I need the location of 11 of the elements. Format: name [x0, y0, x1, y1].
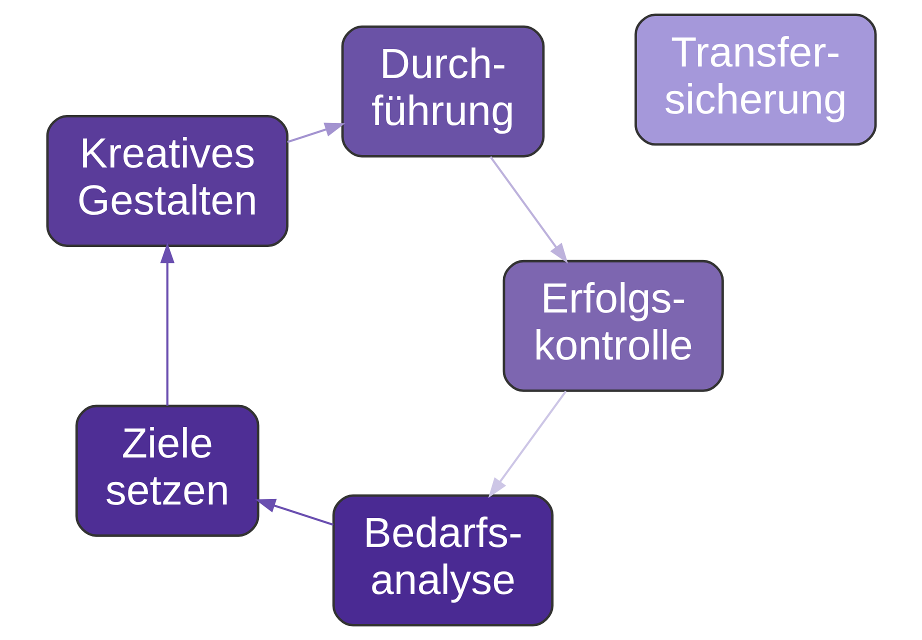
node-box: Erfolgs- kontrolle [502, 260, 724, 392]
arrow [254, 498, 334, 526]
node-box: Durch- führung [340, 25, 544, 158]
node-box: Bedarfs- analyse [332, 494, 554, 626]
arrow [160, 242, 174, 406]
arrow [489, 156, 568, 264]
node-box: Transfer- sicherung [634, 14, 876, 146]
arrow [286, 122, 345, 143]
arrow [488, 390, 566, 498]
node-box: Kreatives Gestalten [46, 115, 288, 248]
node-box: Ziele setzen [74, 404, 259, 537]
